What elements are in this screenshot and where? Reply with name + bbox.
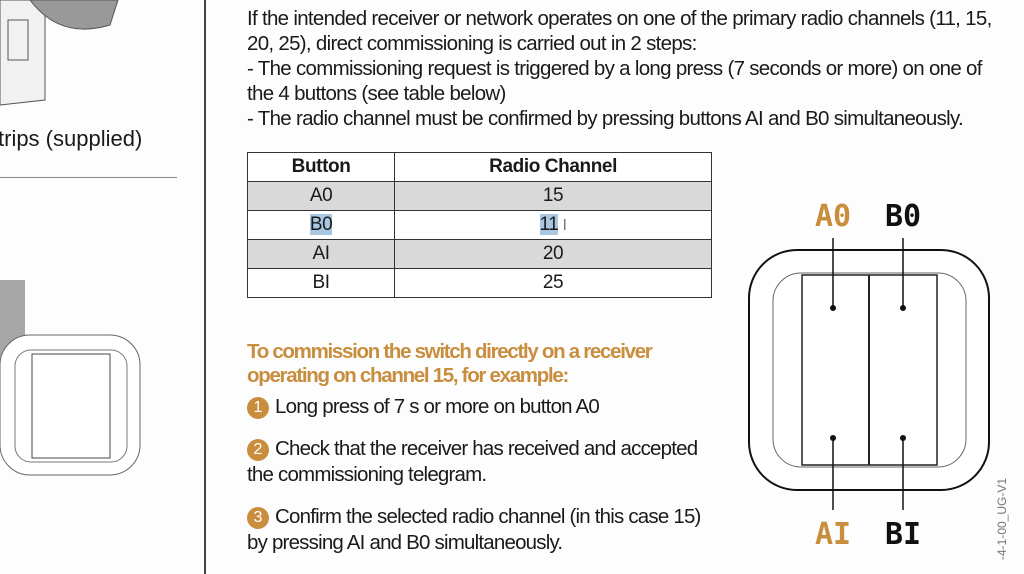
column-header-button: Button	[246, 152, 396, 182]
switch-frame-illustration	[0, 280, 141, 476]
table-header-row: Button Radio Channel	[246, 152, 712, 182]
selected-text[interactable]: B0	[309, 214, 333, 235]
example-heading: To commission the switch directly on a r…	[247, 340, 727, 388]
step-number-icon: 3	[247, 507, 269, 529]
intro-line: If the intended receiver or network oper…	[247, 7, 992, 30]
step-text: Check that the receiver has received and…	[275, 437, 698, 460]
step-text: by pressing AI and B0 simultaneously.	[247, 531, 563, 554]
heading-line: To commission the switch directly on a r…	[247, 340, 653, 363]
label-b0: B0	[885, 199, 921, 234]
channel-cell[interactable]: 25	[394, 268, 712, 298]
selected-text[interactable]: 11	[539, 214, 559, 235]
button-cell[interactable]: B0	[246, 210, 396, 240]
channel-cell[interactable]: 15	[394, 181, 712, 211]
step-number-icon: 1	[247, 397, 269, 419]
step-3: 3 Confirm the selected radio channel (in …	[247, 504, 727, 556]
step-text: the commissioning telegram.	[247, 463, 487, 486]
button-cell[interactable]: A0	[246, 181, 396, 211]
intro-line: the 4 buttons (see table below)	[247, 82, 506, 105]
table-row: AI 20	[246, 239, 712, 269]
table-row: BI 25	[246, 268, 712, 298]
step-2: 2 Check that the receiver has received an…	[247, 436, 727, 488]
label-a0: A0	[815, 199, 851, 234]
heading-line: operating on channel 15, for example:	[247, 364, 569, 387]
channel-cell[interactable]: 20	[394, 239, 712, 269]
page-divider	[204, 0, 206, 574]
intro-paragraph: If the intended receiver or network oper…	[247, 6, 1007, 131]
button-cell[interactable]: BI	[246, 268, 396, 298]
switch-button-diagram: A0 B0 AI BI	[748, 199, 990, 552]
step-1: 1 Long press of 7 s or more on button A0	[247, 394, 727, 420]
column-header-channel: Radio Channel	[394, 152, 712, 182]
step-number-icon: 2	[247, 439, 269, 461]
intro-line: - The radio channel must be confirmed by…	[247, 107, 964, 130]
document-reference: -4-1-00_UG-V1	[995, 477, 1009, 560]
intro-line: 20, 25), direct commissioning is carried…	[247, 32, 697, 55]
intro-line: - The commissioning request is triggered…	[247, 57, 982, 80]
label-ai: AI	[815, 517, 851, 552]
text-cursor-icon: I	[562, 217, 567, 234]
label-bi: BI	[885, 517, 921, 552]
step-text: Long press of 7 s or more on button A0	[275, 395, 600, 418]
step-text: Confirm the selected radio channel (in t…	[275, 505, 701, 528]
button-cell[interactable]: AI	[246, 239, 396, 269]
divider	[0, 177, 177, 178]
table-row: A0 15	[246, 181, 712, 211]
left-caption: trips (supplied)	[0, 126, 143, 151]
mounting-plate-illustration	[0, 0, 119, 106]
